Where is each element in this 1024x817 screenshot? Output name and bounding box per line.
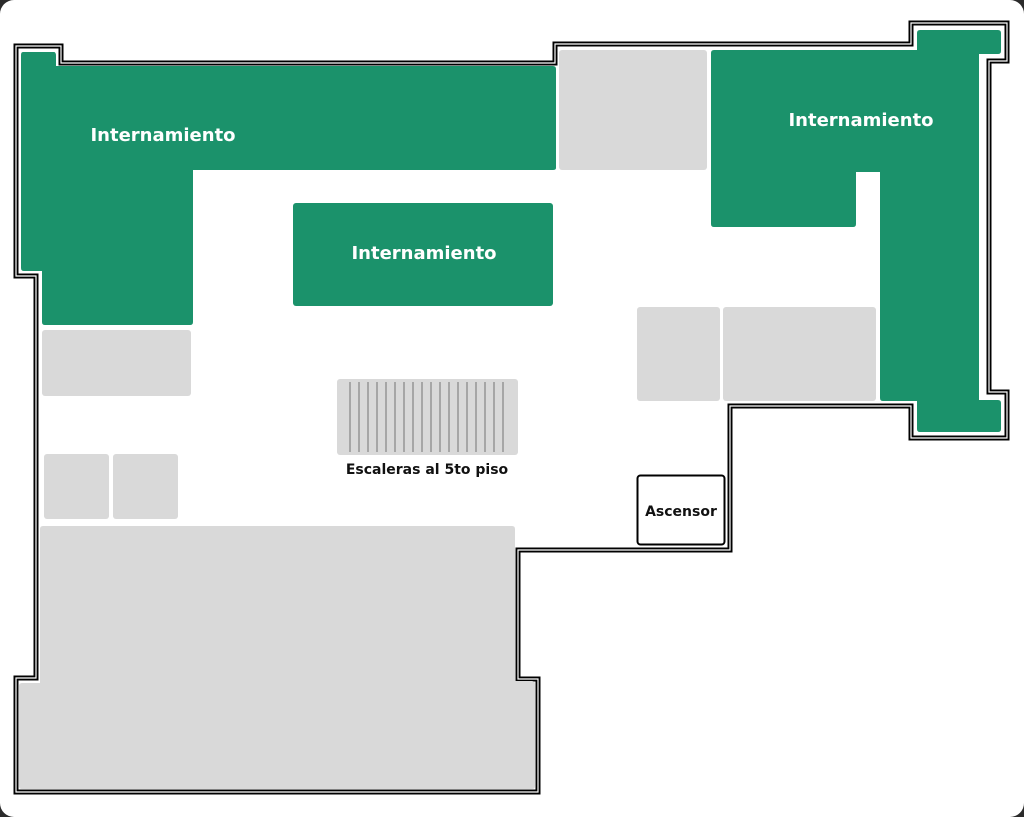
stairs[interactable] [337,379,518,455]
outer-wall [13,20,1010,795]
elevator-label: Ascensor [645,504,717,520]
room-large-bottom [19,526,535,789]
room-right-a [637,307,720,401]
ward-top-left-label: Internamiento [90,125,235,146]
elevator-box[interactable] [636,474,726,546]
ward-center[interactable] [293,203,553,306]
stairs-label: Escaleras al 5to piso [346,462,509,478]
service-rooms [19,50,876,789]
ward-center-label: Internamiento [351,243,496,264]
room-small-a [44,454,109,519]
room-small-b [113,454,178,519]
room-right-b [723,307,876,401]
stairs-area[interactable] [337,379,518,455]
room-top-middle [559,50,707,170]
room-left-mid [42,330,191,396]
ward-top-left[interactable] [21,52,556,325]
ward-right[interactable] [711,30,1001,432]
stair-steps [349,382,504,452]
ward-right-label: Internamiento [788,110,933,131]
